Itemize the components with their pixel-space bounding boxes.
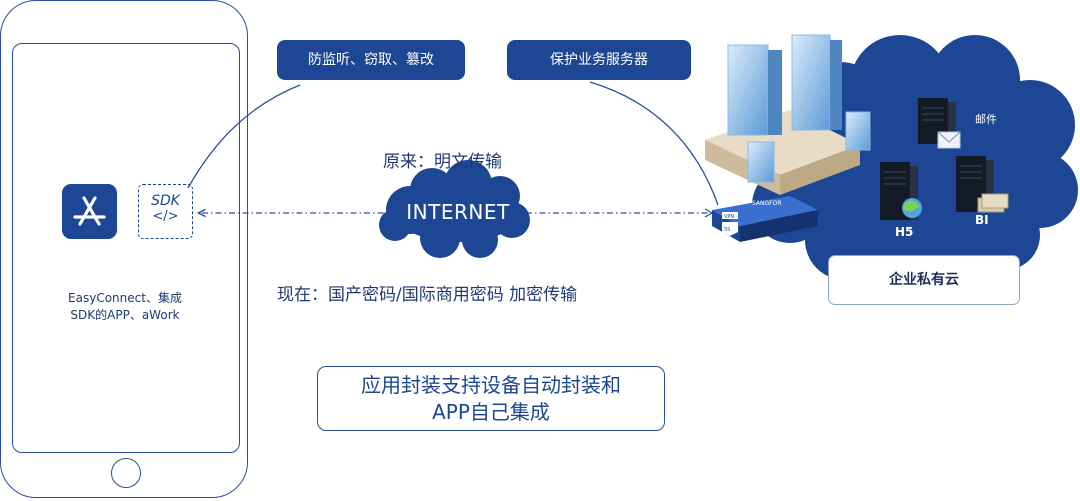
app-store-icon — [62, 184, 117, 239]
office-buildings — [705, 34, 871, 195]
phone-home-button — [111, 458, 141, 488]
connector-callout-vpn — [589, 81, 719, 206]
phone-screen — [12, 43, 240, 453]
internet-label: INTERNET — [406, 200, 510, 224]
internet-cloud — [379, 160, 530, 258]
server-h5 — [880, 162, 922, 220]
server-mail-label: 邮件 — [975, 113, 997, 126]
private-cloud-label: 企业私有云 — [828, 255, 1020, 305]
vpn-appliance: SANGFOR VPN SS — [712, 196, 818, 242]
phone-frame — [0, 0, 248, 498]
sdk-title: SDK — [151, 193, 180, 209]
phone-caption: EasyConnect、集成 SDK的APP、aWork — [30, 290, 220, 324]
svg-text:SS: SS — [724, 227, 730, 233]
connector-sdk-callout — [187, 84, 301, 189]
server-h5-label: H5 — [895, 225, 914, 239]
app-packaging-line1: 应用封装支持设备自动封装和 — [361, 373, 621, 397]
phone-caption-line1: EasyConnect、集成 — [68, 291, 182, 305]
transport-before-label: 原来：明文传输 — [383, 152, 502, 172]
server-bi-label: BI — [975, 213, 989, 227]
svg-text:VPN: VPN — [724, 214, 734, 220]
transport-after-label: 现在：国产密码/国际商用密码 加密传输 — [277, 285, 578, 305]
app-packaging-line2: APP自己集成 — [432, 400, 550, 424]
server-mail — [918, 98, 961, 149]
sdk-tile: SDK </> — [138, 184, 193, 239]
callout-anti-eavesdrop: 防监听、窃取、篡改 — [277, 40, 465, 80]
app-packaging-box: 应用封装支持设备自动封装和 APP自己集成 — [317, 366, 665, 431]
phone-caption-line2: SDK的APP、aWork — [70, 308, 180, 322]
svg-text:SANGFOR: SANGFOR — [752, 200, 782, 207]
sdk-code-icon: </> — [152, 209, 179, 224]
callout-protect-servers: 保护业务服务器 — [507, 40, 691, 80]
app-store-glyph — [73, 196, 106, 226]
server-bi — [956, 156, 1009, 213]
